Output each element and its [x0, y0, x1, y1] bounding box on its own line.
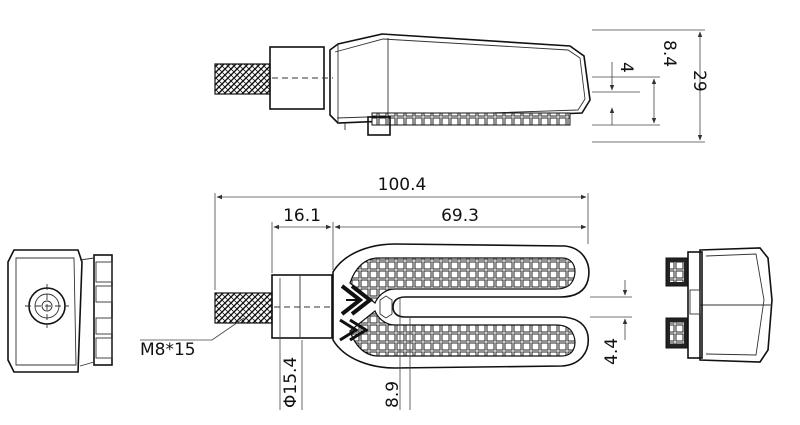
side-lens-strip	[371, 112, 571, 126]
dim-base-length: 16.1	[283, 206, 321, 226]
side-view	[214, 29, 705, 143]
dim-gap: 4.4	[602, 338, 622, 365]
side-housing	[329, 33, 591, 124]
plan-housing	[332, 243, 590, 369]
dim-total-height: 29	[689, 70, 709, 92]
dim-thread: M8*15	[140, 340, 196, 360]
side-thread	[214, 63, 271, 95]
dim-lip: 4	[616, 62, 636, 73]
dim-rear-height: 8.4	[659, 40, 679, 67]
upper-lens	[349, 257, 576, 304]
dim-lens-length: 69.3	[441, 206, 479, 226]
lower-lens	[349, 310, 576, 357]
plan-base	[271, 274, 333, 339]
chevron-arrows	[339, 284, 374, 342]
dim-diameter: Φ15.4	[281, 357, 301, 408]
plan-thread	[214, 292, 273, 324]
plan-view	[140, 193, 632, 410]
dim-overall-length: 100.4	[378, 175, 427, 195]
rear-view	[665, 247, 773, 363]
dim-lens-width: 8.9	[383, 381, 403, 408]
front-view	[7, 249, 113, 373]
